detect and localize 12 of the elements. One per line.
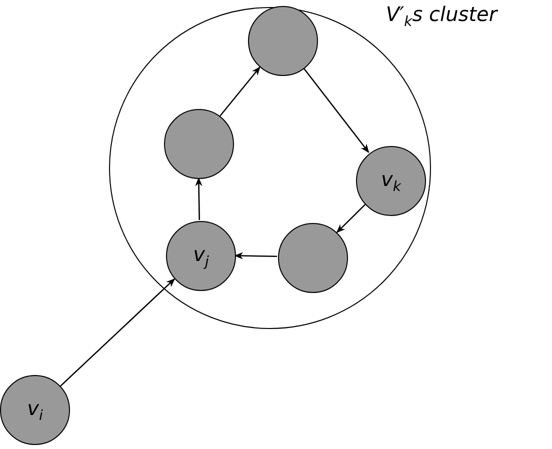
arrow (195, 177, 202, 220)
arrow (336, 204, 366, 234)
node-label: v$_{k}$ (381, 168, 401, 194)
arrow (302, 67, 370, 153)
node-label: v$_{j}$ (193, 244, 209, 268)
arrow (234, 252, 278, 260)
node-circle (356, 146, 426, 216)
node-label: v$_{i}$ (27, 398, 43, 422)
arrow (220, 66, 260, 116)
cluster-circle (109, 7, 431, 329)
cluster-label: V′$_{k}$s cluster (386, 4, 498, 29)
arrow (60, 278, 176, 386)
